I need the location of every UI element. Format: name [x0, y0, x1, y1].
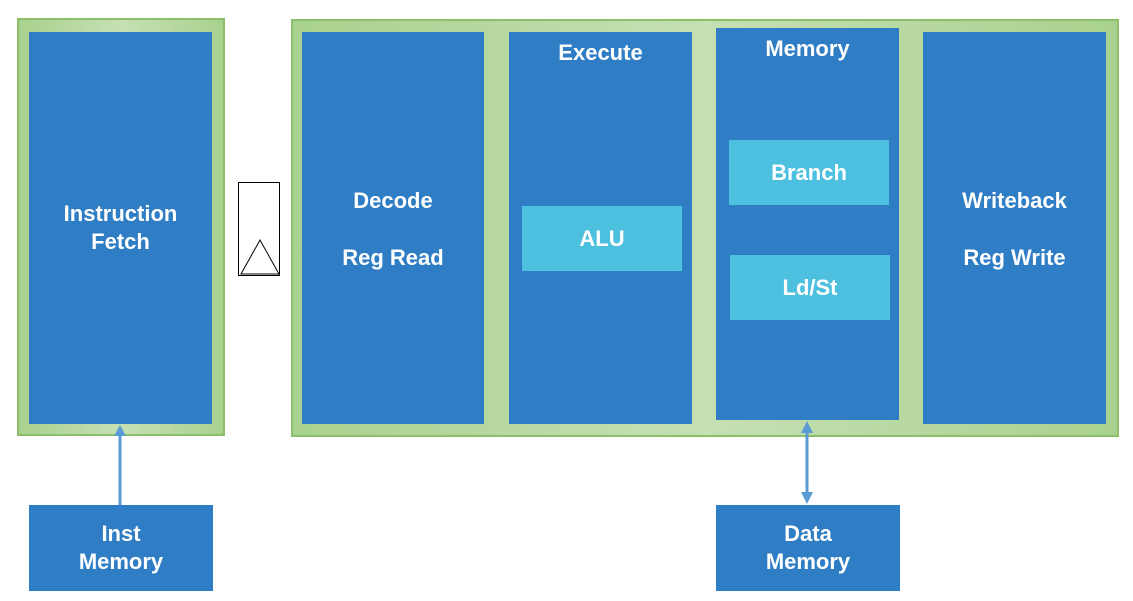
clock-triangle-icon — [240, 238, 280, 275]
memory-title: Memory — [765, 36, 850, 61]
down-arrow-icon — [801, 492, 813, 504]
data-memory-line1: Data — [784, 521, 832, 546]
writeback-title: Writeback — [962, 188, 1067, 213]
writeback-stage: Writeback Reg Write — [923, 32, 1106, 424]
load-store-label: Ld/St — [782, 274, 838, 300]
instruction-fetch-stage: Instruction Fetch — [29, 32, 212, 424]
fetch-title-line1: Instruction — [63, 201, 178, 226]
reg-write-label: Reg Write — [963, 245, 1066, 270]
data-memory-block: Data Memory — [716, 505, 900, 591]
reg-read-label: Reg Read — [342, 245, 444, 270]
load-store-unit: Ld/St — [730, 255, 890, 320]
decode-title: Decode — [353, 188, 433, 213]
execute-title: Execute — [558, 40, 643, 65]
fetch-title-line2: Fetch — [91, 229, 150, 254]
branch-label: Branch — [771, 159, 847, 185]
data-memory-line2: Memory — [765, 549, 851, 574]
branch-unit: Branch — [729, 140, 889, 205]
alu-label: ALU — [579, 225, 625, 251]
memory-stage: Memory — [716, 28, 899, 420]
up-arrow-icon — [801, 421, 813, 433]
inst-memory-block: Inst Memory — [29, 505, 213, 591]
inst-memory-line1: Inst — [101, 521, 141, 546]
decode-stage: Decode Reg Read — [302, 32, 484, 424]
inst-memory-line2: Memory — [78, 549, 164, 574]
alu-unit: ALU — [522, 206, 682, 271]
up-arrow-icon — [114, 425, 126, 436]
